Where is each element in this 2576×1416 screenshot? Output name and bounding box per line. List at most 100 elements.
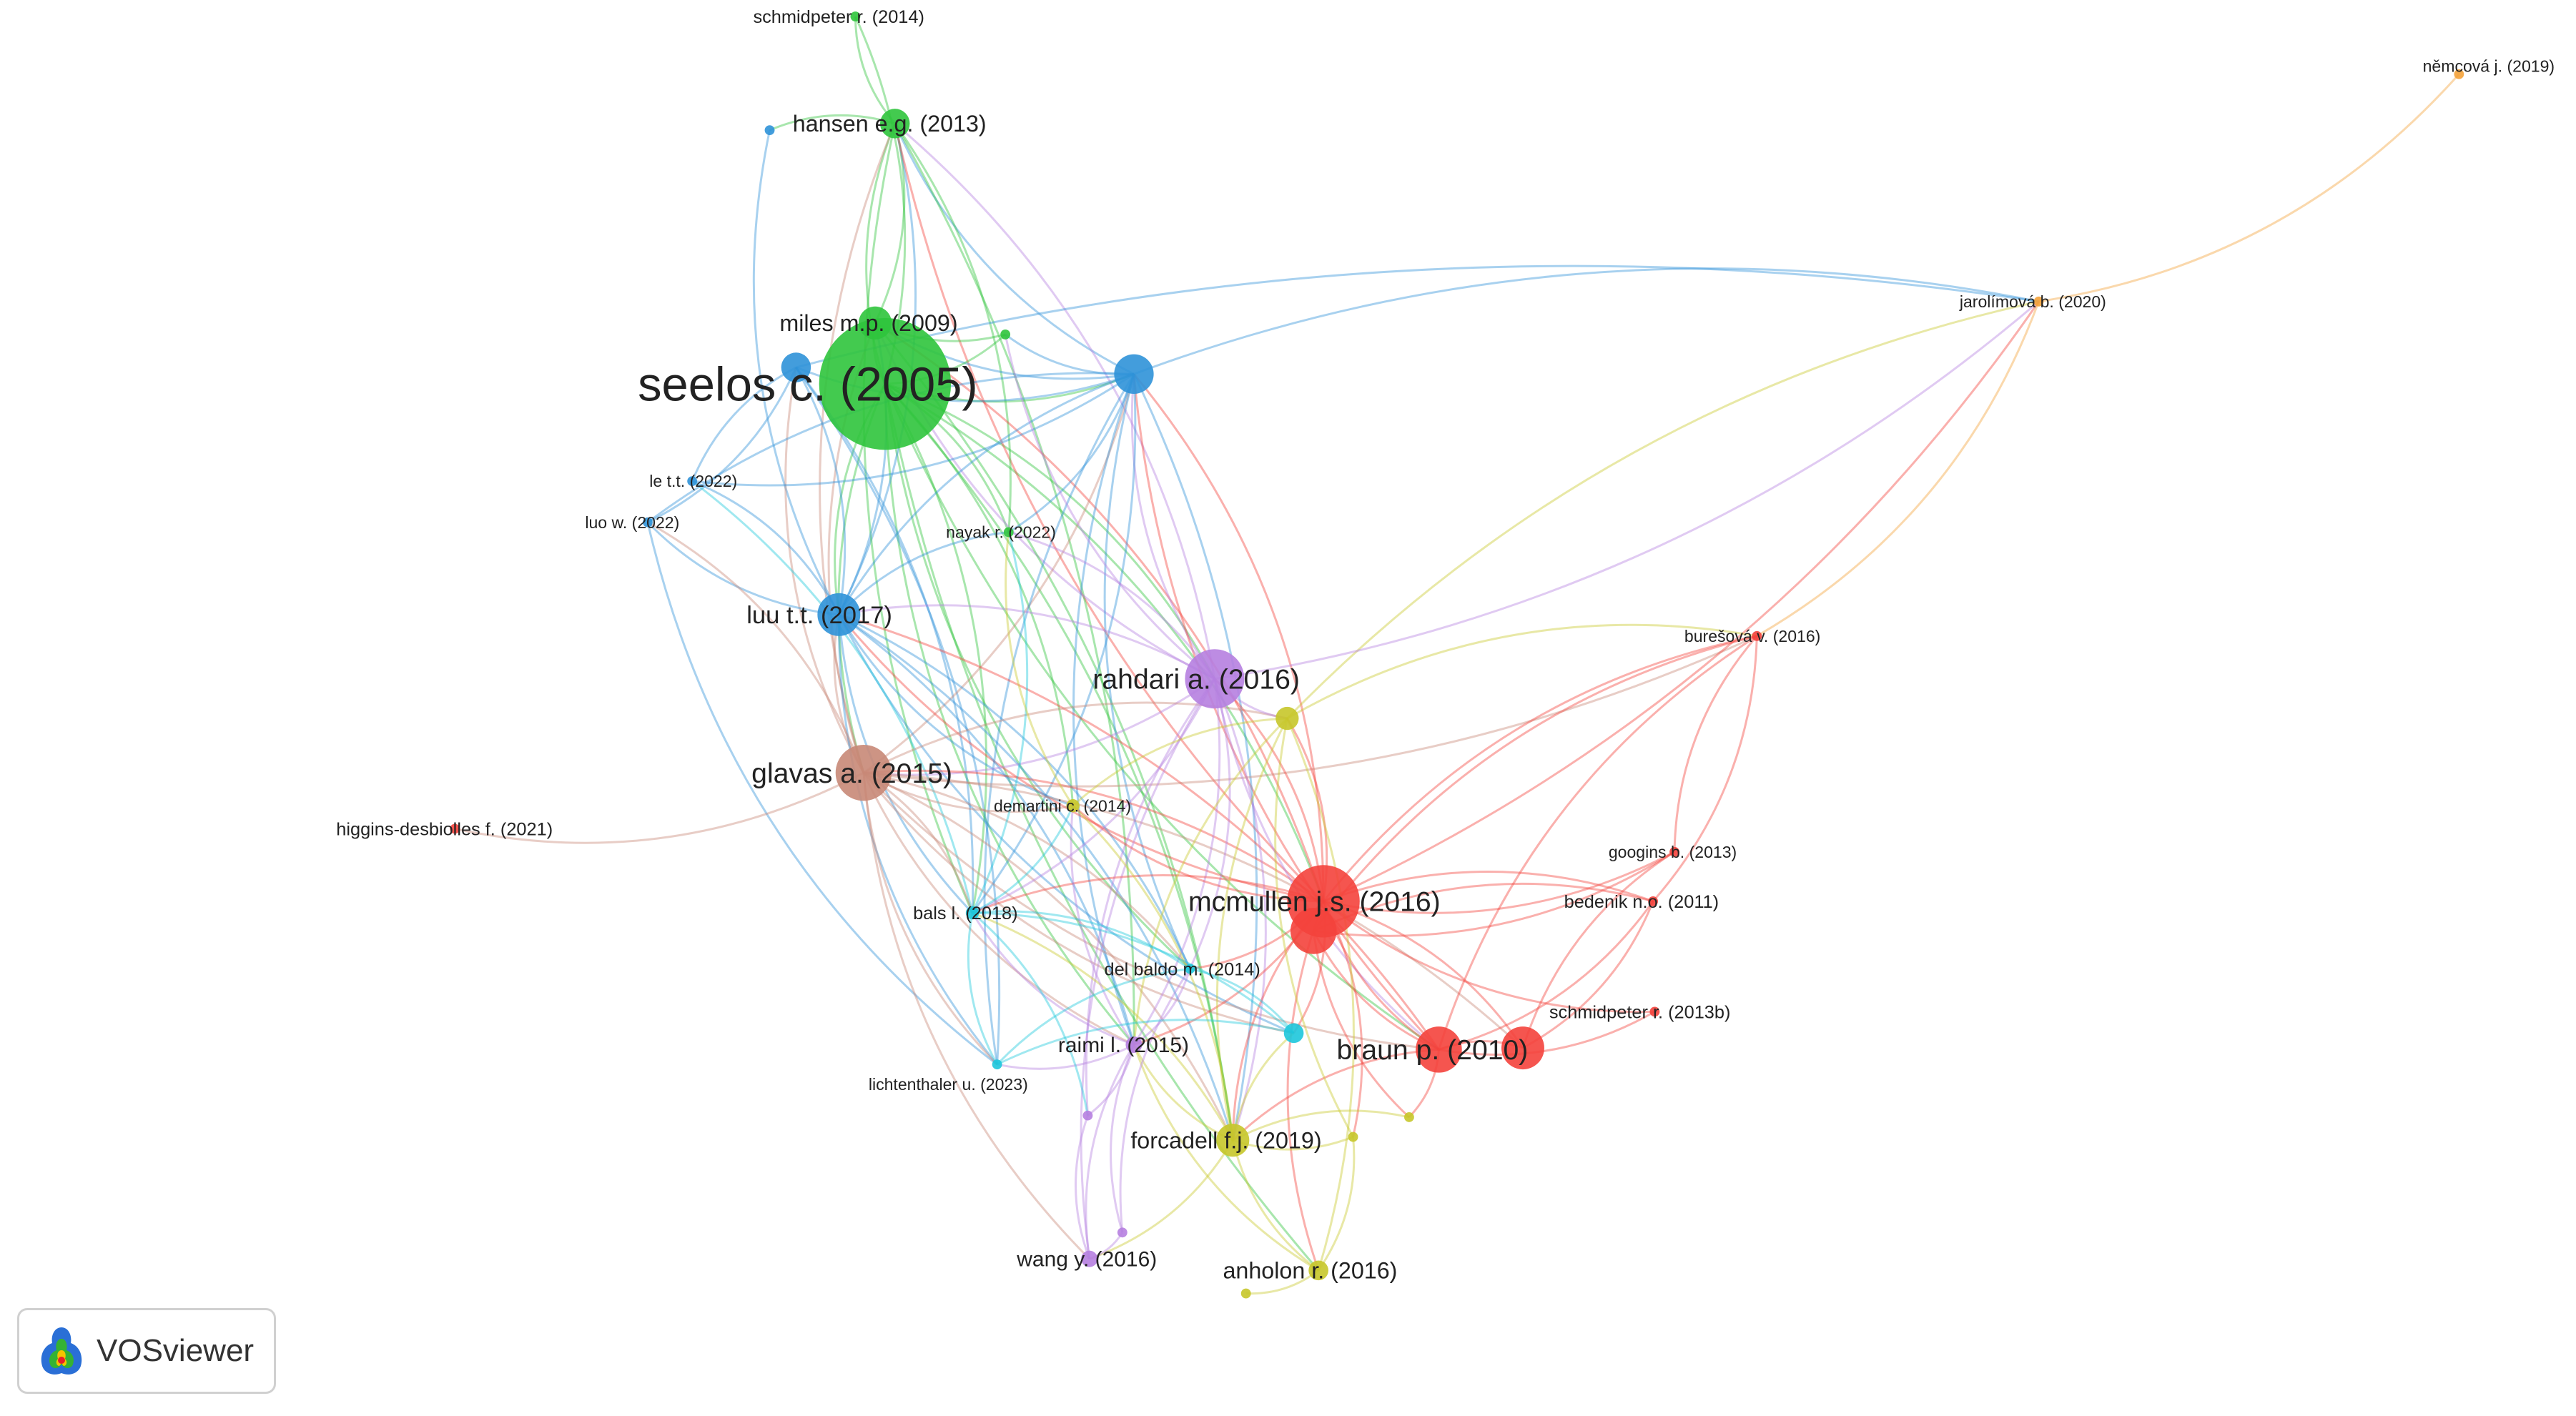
link-miles-forcadell [874,322,1234,1141]
node-schmidpeter2014[interactable] [850,11,861,21]
link-bals-delbaldo [972,910,1191,970]
node-r_big2[interactable] [1290,908,1337,954]
link-raimi-bals [971,912,1135,1046]
node-delbaldo[interactable] [1185,964,1195,974]
link-r_big2-buresova [1313,635,1757,932]
node-label-braun[interactable]: braun p. (2010) [1337,1035,1529,1066]
node-label-delbaldo[interactable]: del baldo m. (2014) [1104,959,1260,979]
node-label-bals[interactable]: bals l. (2018) [913,903,1018,924]
link-b3-glavas [863,373,1135,774]
node-label-wang[interactable]: wang y. (2016) [1016,1248,1157,1272]
node-label-seelos[interactable]: seelos c. (2005) [638,358,978,412]
node-le[interactable] [687,476,698,487]
link-seelos-demartini [884,383,1075,806]
node-label-lichtenthaler[interactable]: lichtenthaler u. (2023) [869,1075,1028,1094]
node-luow[interactable] [643,517,653,528]
node-p2[interactable] [1117,1227,1127,1238]
link-forcadell-y3 [1232,1109,1410,1142]
node-y2[interactable] [1348,1132,1358,1142]
link-hansen-b3 [894,123,1135,375]
node-demartini[interactable] [1066,799,1080,813]
node-forcadell[interactable] [1216,1124,1250,1157]
link-le-bals [691,480,974,914]
link-luu-forcadell [838,613,1234,1141]
node-label-anholon[interactable]: anholon r. (2016) [1223,1258,1397,1284]
node-label-rahdari[interactable]: rahdari a. (2016) [1092,664,1300,695]
node-label-luu[interactable]: luu t.t. (2017) [746,602,892,629]
link-nayak-luu [838,531,1009,615]
link-hansen-bals [862,123,974,914]
link-buresova-bedenik [1652,635,1758,902]
node-r_braun2[interactable] [1501,1026,1544,1070]
node-glavas[interactable] [835,744,892,801]
node-label-miles[interactable]: miles m.p. (2009) [779,310,957,336]
link-forcadell-anholon [1231,1139,1320,1272]
node-y3[interactable] [1404,1111,1414,1122]
node-schmidpeter2013b[interactable] [1649,1006,1660,1017]
node-label-higgins[interactable]: higgins-desbiolles f. (2021) [336,819,553,839]
node-raimi[interactable] [1125,1036,1143,1054]
node-y1[interactable] [1275,706,1299,731]
node-higgins[interactable] [450,823,460,834]
node-label-buresova[interactable]: burešová v. (2016) [1684,627,1820,645]
node-label-schmidpeter2013b[interactable]: schmidpeter r. (2013b) [1549,1002,1731,1022]
node-label-bedenik[interactable]: bedenik n.o. (2011) [1564,892,1719,912]
link-hansen-glavas [819,123,897,773]
node-label-nayak[interactable]: nayak r. (2022) [946,523,1056,542]
node-lichtenthaler[interactable] [992,1059,1002,1070]
node-label-googins[interactable]: googins b. (2013) [1609,843,1737,861]
node-miles[interactable] [859,306,892,340]
node-label-glavas[interactable]: glavas a. (2015) [751,758,952,789]
link-glavas-y1 [863,701,1288,774]
link-rahdari-delbaldo [1188,678,1231,970]
node-c1[interactable] [1283,1023,1304,1044]
link-glavas-higgins [454,771,864,844]
node-nemcova[interactable] [2454,69,2464,79]
node-braun[interactable] [1416,1026,1462,1073]
node-g1[interactable] [1000,330,1011,340]
node-label-schmidpeter2014[interactable]: schmidpeter r. (2014) [753,7,924,27]
link-anholon-y2 [1317,1137,1356,1272]
node-wang[interactable] [1081,1250,1098,1267]
node-nayak[interactable] [1003,527,1014,538]
node-label-le[interactable]: le t.t. (2022) [649,472,737,490]
node-rahdari[interactable] [1185,649,1245,709]
node-seelos[interactable] [819,317,952,450]
node-label-hansen[interactable]: hansen e.g. (2013) [793,111,987,137]
link-rahdari-wang [1080,678,1216,1259]
link-luow-glavas [647,521,865,773]
link-g1-b3 [1005,333,1135,376]
link-glavas-raimi [862,772,1135,1046]
node-label-forcadell[interactable]: forcadell f.j. (2019) [1130,1127,1321,1153]
link-jarolimova-rahdari [1214,300,2040,680]
node-p1[interactable] [1082,1110,1093,1121]
node-googins[interactable] [1669,846,1679,857]
node-y4[interactable] [1240,1288,1251,1299]
node-label-luow[interactable]: luo w. (2022) [585,513,679,532]
link-luu-delbaldo [838,613,1191,970]
node-bals[interactable] [965,906,979,920]
node-buresova[interactable] [1752,630,1762,641]
link-seelos-forcadell [884,383,1234,1141]
link-delbaldo-c1 [1190,967,1295,1034]
link-glavas-wang [862,772,1090,1260]
node-luu[interactable] [817,593,861,636]
node-b3[interactable] [1114,354,1154,394]
node-b1[interactable] [764,125,775,136]
node-hansen[interactable] [879,109,910,139]
node-label-jarolimova[interactable]: jarolímová b. (2020) [1959,292,2106,311]
vosviewer-badge[interactable]: VOSviewer [17,1308,276,1394]
node-label-mcmullen[interactable]: mcmullen j.s. (2016) [1188,887,1441,918]
node-label-demartini[interactable]: demartini c. (2014) [994,796,1131,815]
node-anholon[interactable] [1308,1260,1328,1281]
node-label-nemcova[interactable]: němcová j. (2019) [2423,56,2555,75]
node-bedenik[interactable] [1648,896,1659,906]
node-label-raimi[interactable]: raimi l. (2015) [1058,1034,1189,1057]
node-b2[interactable] [781,352,811,382]
link-r_braun2-googins [1521,851,1675,1049]
link-luu-mcmullen [838,613,1324,903]
link-miles-mcmullen [874,322,1325,902]
node-jarolimova[interactable] [2033,296,2044,307]
link-hansen-mcmullen [894,123,1325,902]
link-luu-lichtenthaler [837,614,998,1066]
